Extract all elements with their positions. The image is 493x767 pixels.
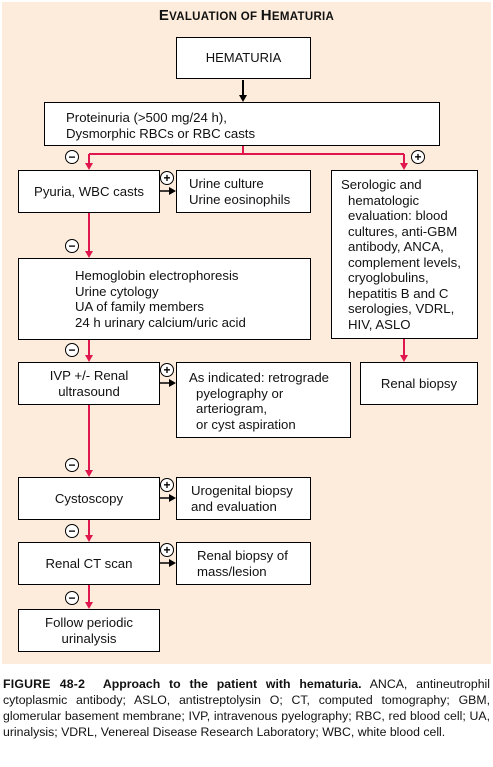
sign-proteinuria-negative-symbol: −: [68, 150, 75, 164]
arrow-pyuria-hemoglobin-head: [85, 251, 93, 258]
sign-pyuria-negative-circle: [65, 239, 79, 253]
arrow-cystoscopy-urogenital-head: [169, 494, 176, 502]
arrow-cystoscopy-ct-head: [85, 535, 93, 542]
sign-pyuria-positive-circle: [160, 171, 174, 185]
sign-ivp-negative-circle: [65, 458, 79, 472]
sign-pyuria-positive-symbol: +: [163, 171, 170, 185]
sign-cystoscopy-negative-circle: [65, 524, 79, 538]
arrow-ct-biopsy-head: [169, 559, 176, 567]
sign-ct-negative-circle: [65, 591, 79, 605]
cystoscopy-box: Cystoscopy: [18, 477, 160, 520]
pyuria-box: Pyuria, WBC casts: [18, 170, 160, 213]
sign-hemoglobin-negative-circle: [65, 343, 79, 357]
sign-proteinuria-positive-symbol: +: [414, 150, 421, 164]
sign-proteinuria-positive-circle: [411, 150, 425, 164]
arrow-ivp-asindicated-head: [169, 379, 176, 387]
sign-cystoscopy-positive-circle: [160, 478, 174, 492]
sign-ivp-positive-circle: [160, 363, 174, 377]
sign-ct-negative-symbol: −: [68, 591, 75, 605]
arrow-to-pyuria-head: [85, 163, 93, 170]
sign-hemoglobin-negative-symbol: −: [68, 343, 75, 357]
sign-ct-positive-circle: [160, 543, 174, 557]
arrow-to-serologic-head: [400, 163, 408, 170]
sign-ivp-positive-symbol: +: [163, 363, 170, 377]
arrow-serologic-biopsy-head: [400, 355, 408, 362]
hematuria-box: HEMATURIA: [176, 37, 311, 79]
arrow-pyuria-culture-head: [169, 187, 176, 195]
sign-ct-positive-symbol: +: [163, 543, 170, 557]
sign-ivp-negative-symbol: −: [68, 458, 75, 472]
arrow-hemoglobin-ivp-head: [85, 355, 93, 362]
proteinuria-box: Proteinuria (>500 mg/24 h),Dysmorphic RB…: [44, 102, 440, 146]
arrow-ct-follow-head: [85, 602, 93, 609]
sign-pyuria-negative-symbol: −: [68, 239, 75, 253]
diagram-title: Evaluation of Hematuria: [158, 7, 335, 24]
sign-cystoscopy-positive-symbol: +: [163, 478, 170, 492]
figure-caption: FIGURE 48-2 Approach to the patient with…: [3, 677, 490, 739]
arrow-ivp-cystoscopy-head: [85, 470, 93, 477]
sign-proteinuria-negative-circle: [65, 150, 79, 164]
arrow-hematuria-proteinuria-head: [239, 95, 247, 102]
sign-cystoscopy-negative-symbol: −: [68, 524, 75, 538]
renal-ct-box: Renal CT scan: [18, 542, 160, 585]
renal-biopsy-box: Renal biopsy: [360, 362, 478, 405]
